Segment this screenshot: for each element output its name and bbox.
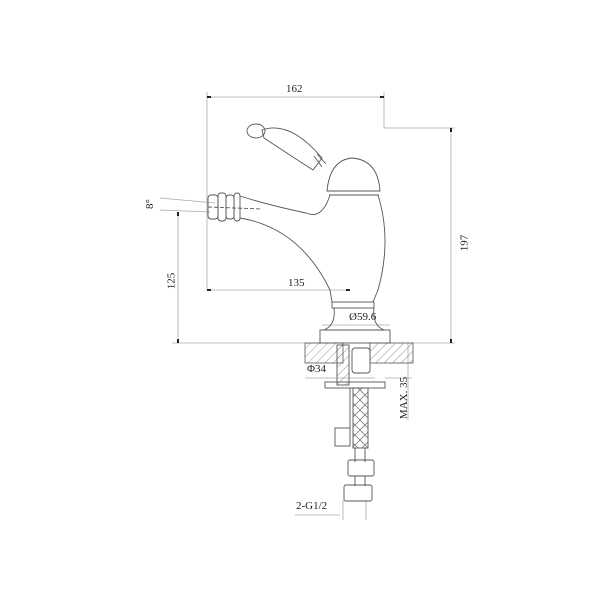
overall-width-label: 162 bbox=[286, 83, 303, 95]
overall-height-label: 197 bbox=[458, 234, 471, 252]
mounting-assembly bbox=[324, 344, 386, 502]
arrowheads bbox=[177, 96, 452, 343]
spout-reach-label: 135 bbox=[288, 277, 305, 289]
deck-section bbox=[304, 342, 414, 364]
hole-diameter-label: Φ34 bbox=[307, 363, 327, 375]
max-deck-thickness-label: MAX. 35 bbox=[398, 376, 411, 420]
dimension-lines bbox=[159, 92, 455, 520]
spout-angle-label: 8° bbox=[143, 199, 156, 209]
base-diameter-label: Ø59.6 bbox=[349, 311, 377, 323]
connection-label: 2-G1/2 bbox=[296, 500, 328, 512]
spout-height-label: 125 bbox=[165, 272, 178, 290]
faucet-body bbox=[207, 123, 391, 344]
